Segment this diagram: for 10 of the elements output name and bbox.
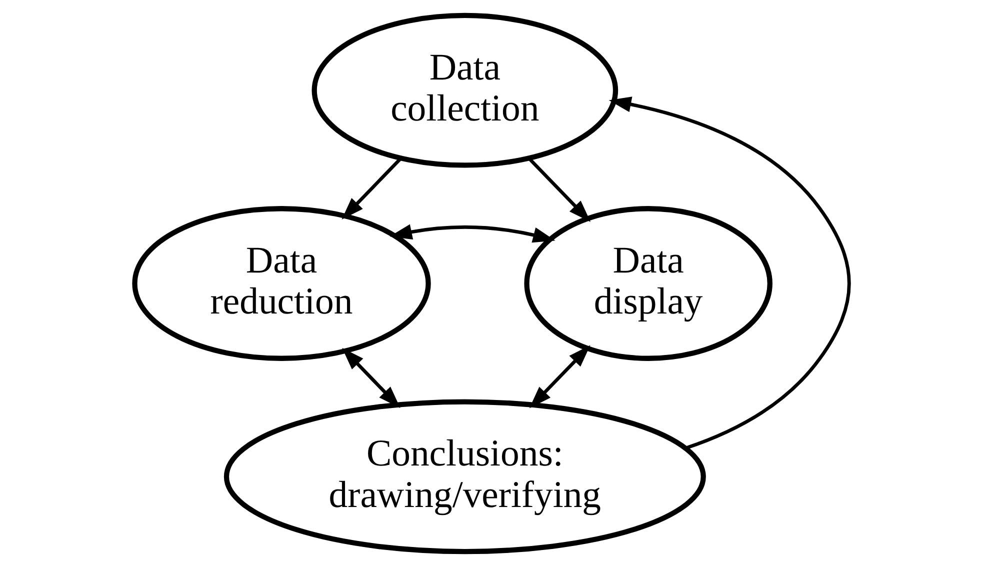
node-ellipse: Data collection [311,12,618,168]
node-ellipse: Conclusions: drawing/verifying [223,399,706,554]
arrow [608,96,850,450]
arrow [342,348,400,408]
arrow [341,157,402,220]
arrow [389,224,555,243]
node-ellipse: Data display [524,206,772,361]
arrow [527,157,590,222]
arrow [528,345,590,408]
node-ellipse: Data reduction [132,206,430,361]
